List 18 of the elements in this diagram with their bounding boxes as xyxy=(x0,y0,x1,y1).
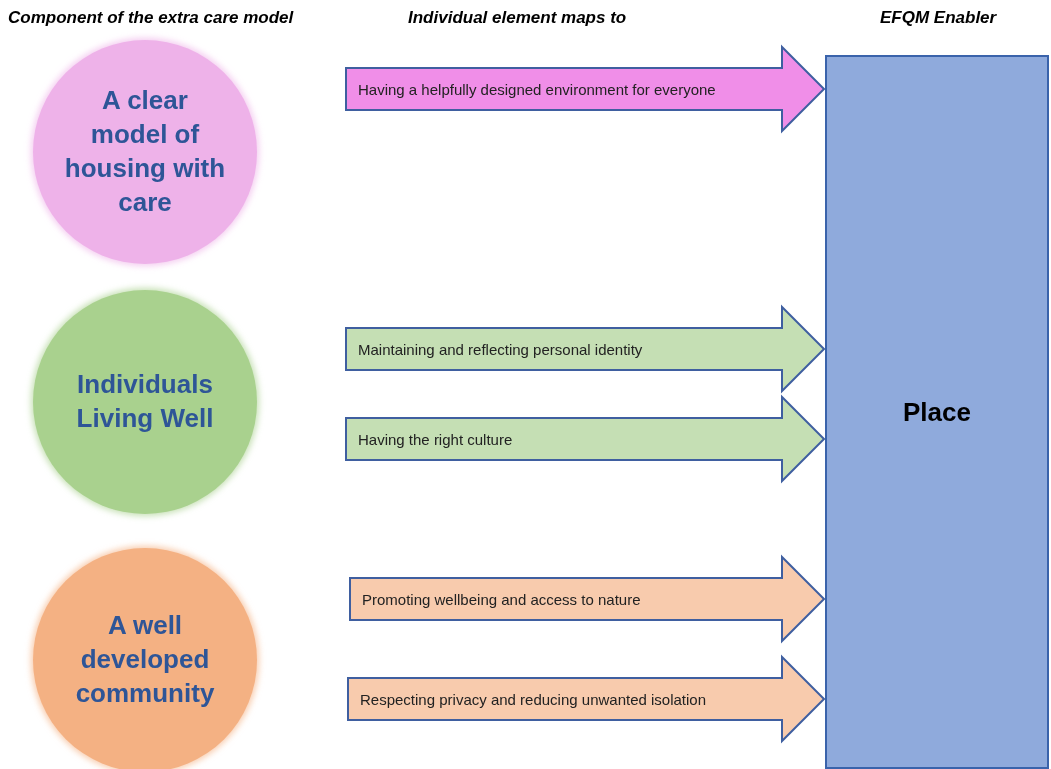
edge-label: Maintaining and reflecting personal identity xyxy=(358,339,644,360)
edge-label: Having the right culture xyxy=(358,429,514,450)
edge-label: Promoting wellbeing and access to nature xyxy=(362,589,642,610)
column-heading: Component of the extra care model xyxy=(8,8,294,28)
block-arrow xyxy=(345,394,826,484)
edge-label: Having a helpfully designed environment for everyone xyxy=(358,79,717,100)
box-label: Place xyxy=(903,396,971,428)
block-arrow xyxy=(345,44,826,134)
circle-label: A well developed community xyxy=(74,609,216,710)
block-arrow xyxy=(347,654,826,744)
block-arrow xyxy=(345,304,826,394)
enabler-box xyxy=(825,55,1049,769)
column-heading: Individual element maps to xyxy=(408,8,627,28)
circle-label: A clear model of housing with care xyxy=(63,84,227,219)
edge-label: Respecting privacy and reducing unwanted isolation xyxy=(360,689,708,710)
block-arrow xyxy=(349,554,826,644)
column-heading: EFQM Enabler xyxy=(880,8,997,28)
circle-label: Individuals Living Well xyxy=(75,368,215,435)
